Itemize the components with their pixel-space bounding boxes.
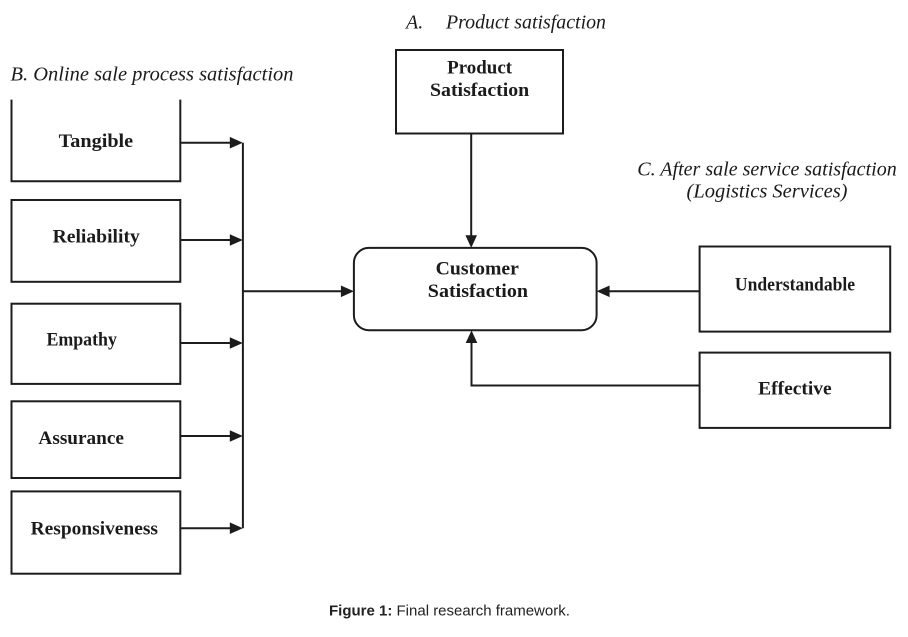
- svg-text:Satisfaction: Satisfaction: [430, 80, 530, 101]
- svg-text:Responsiveness: Responsiveness: [31, 519, 158, 540]
- svg-text:Product: Product: [447, 58, 513, 79]
- svg-text:Tangible: Tangible: [59, 131, 134, 152]
- svg-text:A.: A.: [404, 12, 423, 34]
- svg-text:Customer: Customer: [436, 259, 520, 280]
- svg-text:C. After sale service satisfac: C. After sale service satisfaction: [637, 158, 897, 180]
- svg-text:Assurance: Assurance: [38, 428, 124, 449]
- svg-text:B. Online sale process satisfa: B. Online sale process satisfaction: [11, 64, 294, 86]
- svg-text:Empathy: Empathy: [46, 329, 117, 350]
- svg-text:Satisfaction: Satisfaction: [428, 281, 529, 302]
- svg-text:Understandable: Understandable: [735, 275, 855, 296]
- svg-text:Product satisfaction: Product satisfaction: [445, 12, 606, 34]
- svg-text:Reliability: Reliability: [53, 227, 141, 248]
- svg-text:Effective: Effective: [758, 379, 832, 400]
- svg-text:(Logistics Services): (Logistics Services): [687, 181, 848, 203]
- svg-text:Figure 1: Final research frame: Figure 1: Final research framework.: [329, 603, 570, 620]
